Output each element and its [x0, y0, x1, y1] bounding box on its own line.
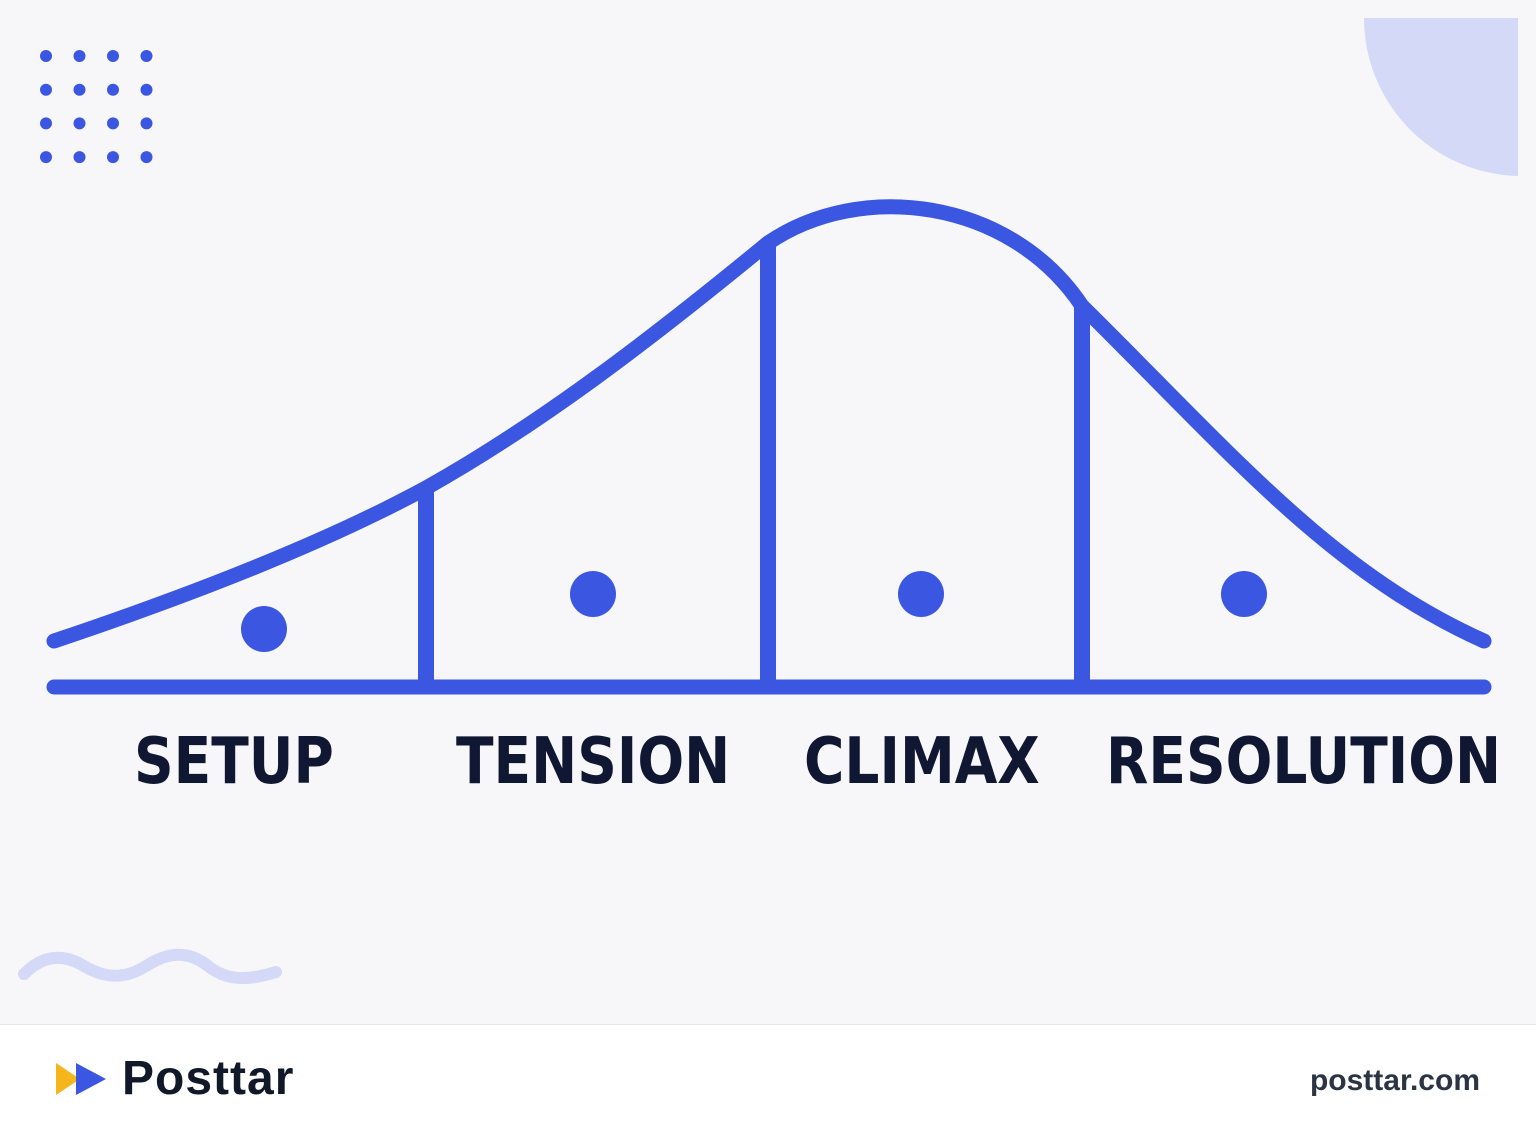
decor-dot [40, 117, 52, 130]
decor-dot [40, 83, 52, 96]
play-forward-icon [56, 1063, 106, 1095]
decor-dot [107, 117, 119, 130]
brand-name: Posttar [122, 1052, 295, 1105]
dot-grid-decoration [40, 50, 153, 164]
decor-dot [73, 50, 86, 62]
stage-label-resolution: RESOLUTION [1106, 725, 1502, 799]
decor-dot [73, 83, 86, 96]
stage-marker-setup [241, 606, 287, 652]
stage-marker-resolution [1221, 571, 1267, 617]
stage-marker-tension [570, 571, 616, 617]
stage-label-climax: CLIMAX [804, 725, 1040, 799]
decor-dot [73, 151, 86, 164]
decor-dot [40, 151, 52, 164]
corner-quarter-circle [1364, 18, 1518, 176]
story-arc-curve [46, 199, 1492, 649]
decor-dot [140, 151, 153, 164]
decor-dot [40, 50, 52, 62]
decor-dot [107, 83, 119, 96]
decor-dot [140, 83, 153, 96]
site-url-link[interactable]: posttar.com [1309, 1064, 1480, 1097]
stage-label-setup: SETUP [134, 725, 334, 799]
decor-dot [107, 50, 119, 62]
decor-dot [140, 117, 153, 130]
footer-bar: Posttar posttar.com [0, 1024, 1536, 1136]
corner-shape [1364, 18, 1518, 176]
decor-dot [140, 50, 153, 62]
decor-dot [107, 151, 119, 164]
wave-squiggle [18, 948, 282, 985]
stage-marker-climax [898, 571, 944, 617]
stage-label-tension: TENSION [456, 725, 731, 799]
story-arc-diagram [18, 50, 1492, 985]
decor-dot [73, 117, 86, 130]
